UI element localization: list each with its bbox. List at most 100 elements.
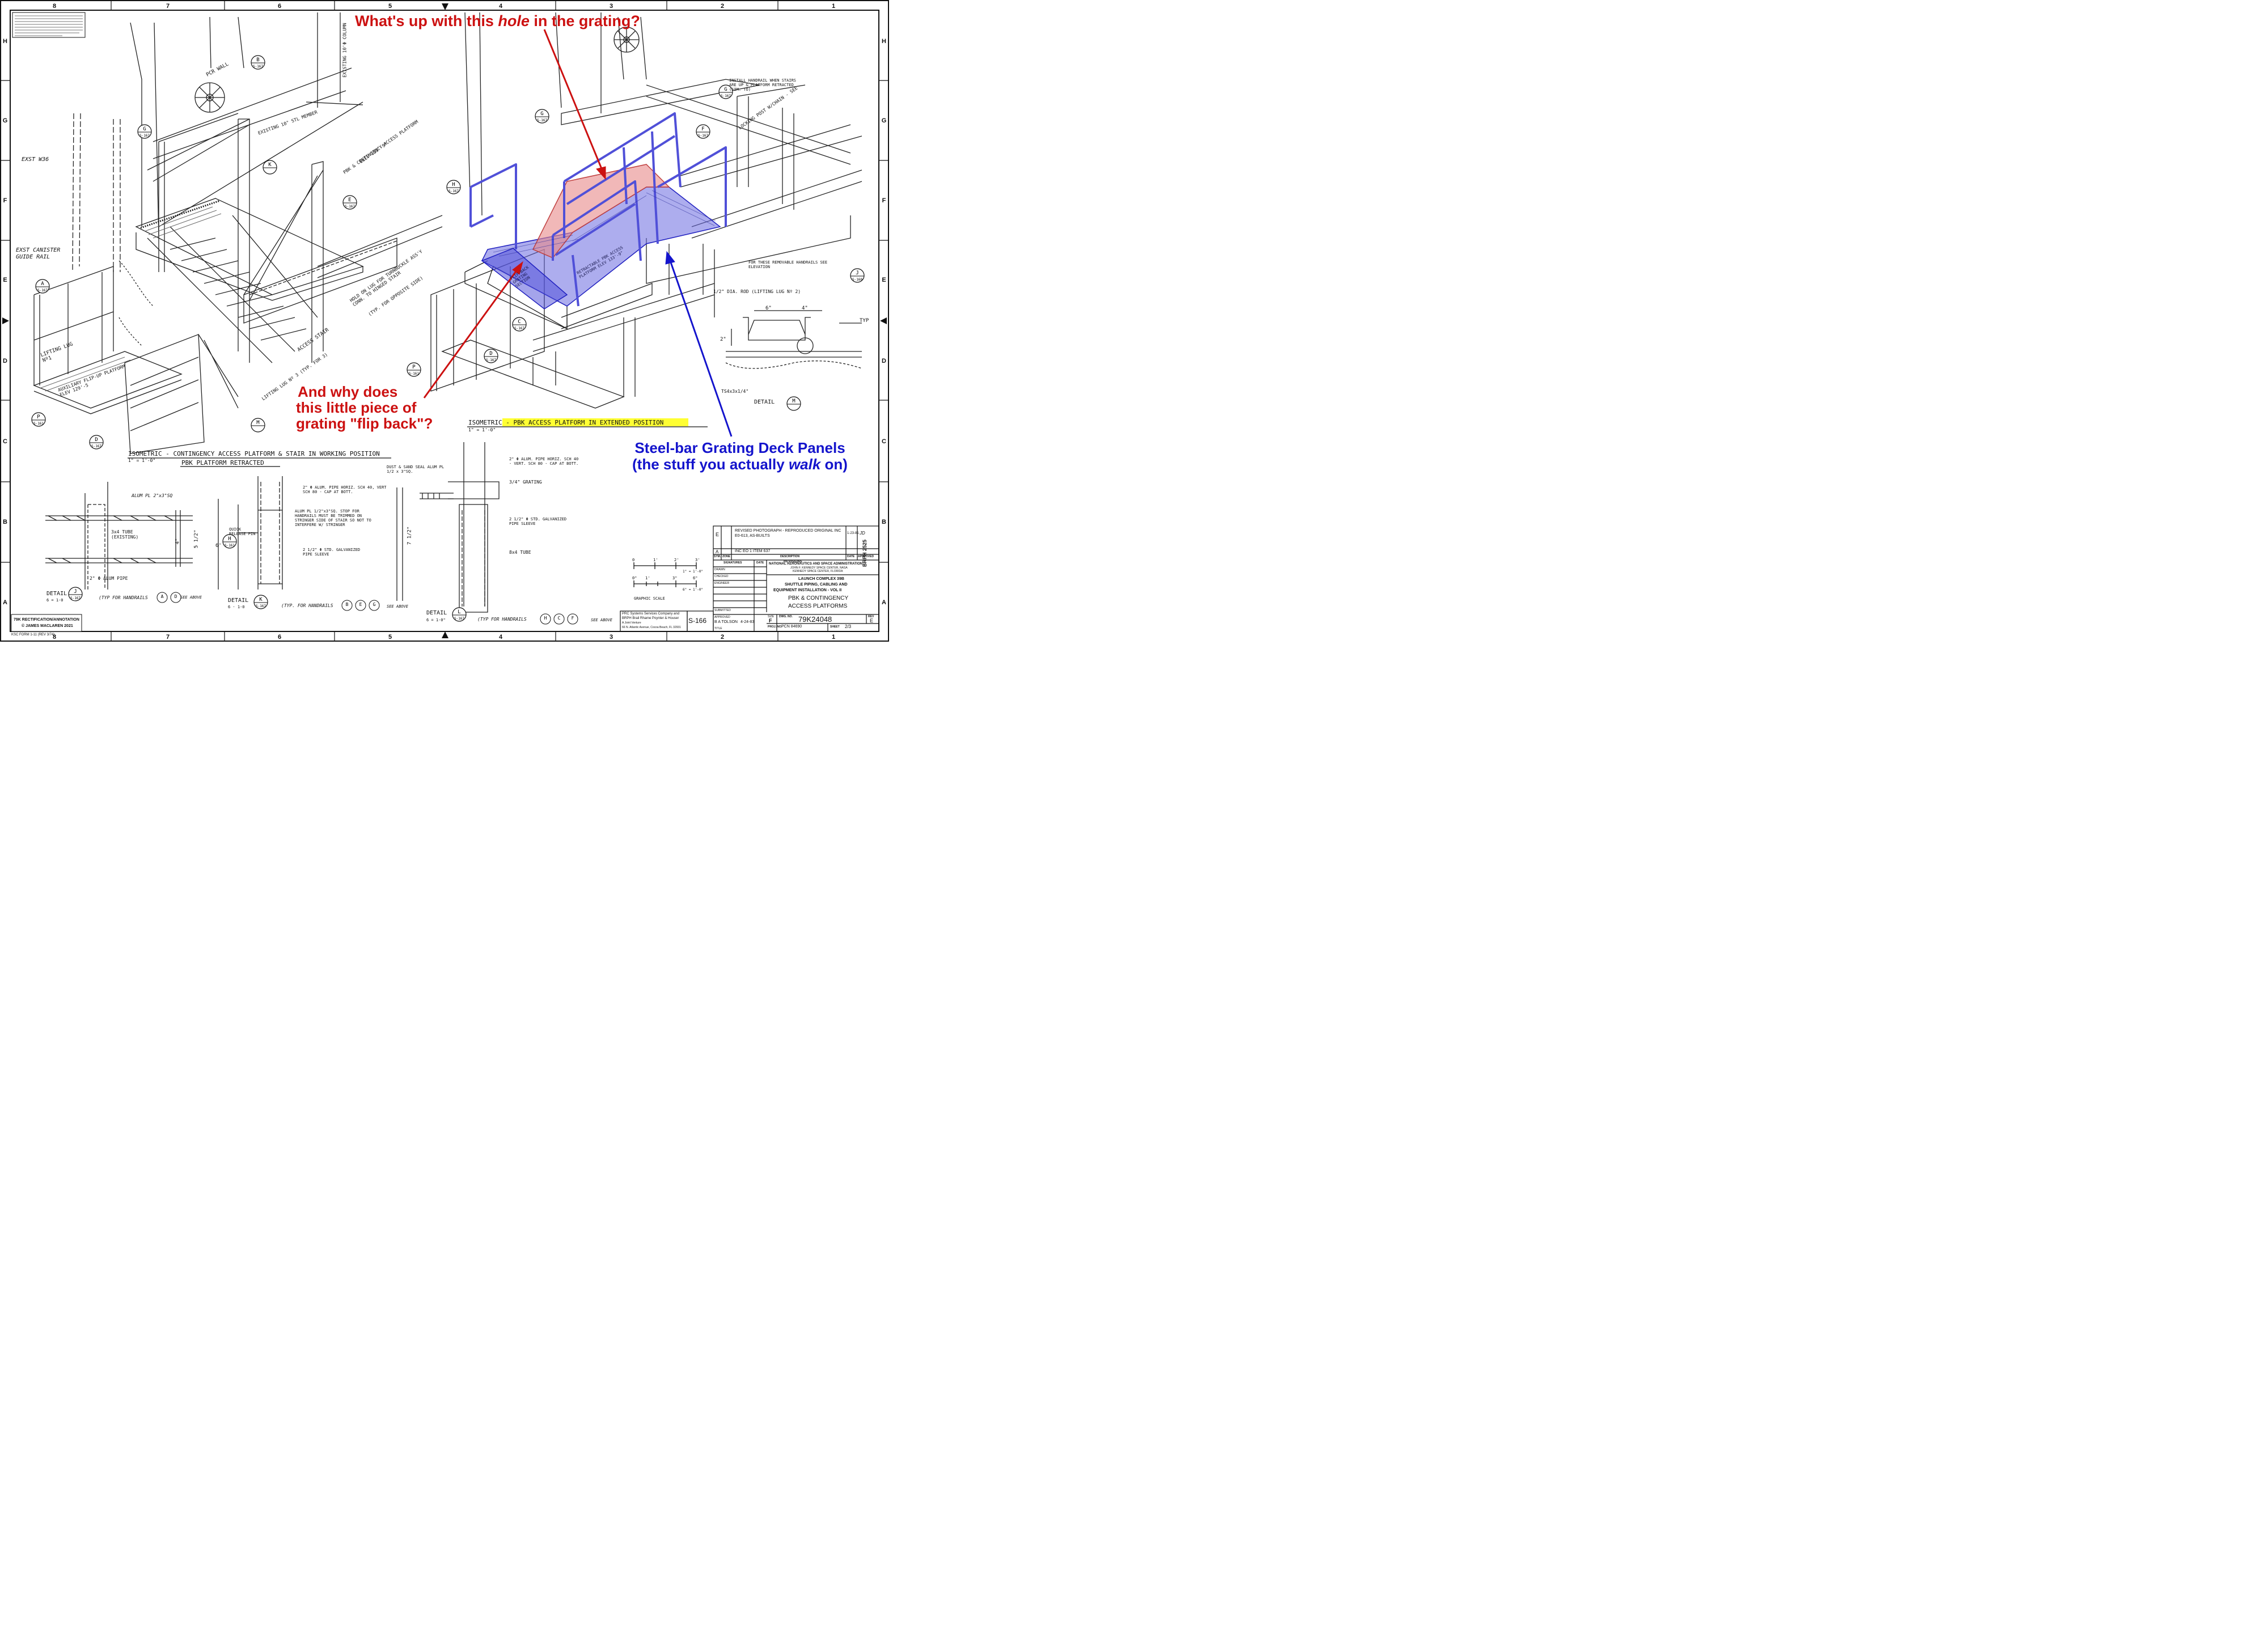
detail-k-see: SEE ABOVE	[387, 604, 408, 609]
detail-l-drawing	[396, 442, 500, 613]
title-label: TITLE	[714, 627, 722, 630]
detail-l-label: DETAIL	[426, 610, 447, 616]
row-label: H	[3, 38, 7, 45]
detail-bubble-letter: K	[259, 597, 263, 603]
col-label: 5	[388, 3, 392, 10]
col-label: 8	[53, 3, 56, 10]
col-label: 4	[499, 634, 503, 641]
proj-no: PCN 84690	[781, 625, 802, 629]
handrail-ref-bubble	[341, 600, 353, 611]
handrail-ref-letter: H	[544, 616, 547, 621]
ts4-label: TS4x3x1/4"	[721, 389, 749, 394]
row-label: C	[882, 438, 886, 445]
scale-tick: 6"	[693, 576, 698, 580]
side-code: BRPH 2525	[862, 539, 868, 567]
contractor-line1: PRC Systems Services Company and	[622, 612, 680, 616]
bubble-sheet: S-161	[409, 372, 419, 376]
size-value: F	[769, 618, 772, 624]
col-label: 8	[53, 634, 56, 641]
section-bubble-p: P S-161	[31, 412, 46, 427]
sig-row: ENGINEER	[714, 582, 730, 585]
proj-no-label: PROJ. NO.	[768, 625, 782, 629]
bubble-sheet: S-167	[537, 118, 547, 122]
detail-bubble-letter: J	[74, 589, 77, 595]
flip-back-arrow	[423, 261, 523, 398]
bubble-letter: D	[95, 437, 98, 443]
form-number: KSC FORM 1-11 (REV 3/74)	[11, 633, 55, 637]
detail-bubble-sheet: S-167	[454, 617, 464, 621]
title-block-frame	[713, 525, 879, 632]
center-arrow-right	[880, 317, 887, 324]
handrail-ref-bubble	[540, 613, 551, 625]
sig-row: SIGNATURES	[723, 561, 742, 565]
row-label: F	[882, 197, 886, 204]
bubble-sheet: S-167	[698, 134, 708, 138]
graphic-scale	[633, 562, 697, 587]
pbk-title-highlighted: PBK ACCESS PLATFORM IN EXTENDED POSITION	[513, 419, 664, 426]
bubble-sheet: S-167	[721, 94, 731, 98]
row-label: B	[3, 519, 7, 525]
contractor-line3: A Joint Venture	[622, 621, 641, 625]
rev-header-zone: ZONE	[722, 555, 730, 558]
row-label: A	[882, 599, 886, 606]
handrail-ref-letter: F	[572, 616, 574, 621]
bubble-sheet: S-161	[33, 422, 44, 426]
detail-l-scale: 6 = 1-0"	[426, 618, 446, 622]
rev-approved-e: JD	[860, 531, 865, 536]
row-label: E	[3, 277, 7, 283]
scale-tick: 3'	[695, 558, 700, 562]
contingency-view-scale: 1" = 1'-0"	[128, 458, 156, 463]
grating-34-label: 3/4" GRATING	[509, 480, 542, 485]
sig-row: CHECKED	[714, 575, 729, 578]
grating-deck-annotation: Steel-bar Grating Deck Panels (the stuff…	[607, 440, 873, 473]
col-label: 6	[278, 3, 281, 10]
hole-question-post: in the grating?	[529, 12, 640, 29]
bubble-letter: H	[228, 536, 231, 542]
bubble-letter: G	[724, 87, 727, 92]
contractor-line4: 66 N. Atlantic Avenue, Cocoa Beach, FL 3…	[622, 626, 681, 629]
dim-6-label: 6"	[765, 306, 772, 311]
detail-j-see: SEE ABOVE	[180, 595, 202, 600]
bubble-sheet: S-167	[486, 358, 496, 362]
detail-j-drawing	[45, 482, 193, 590]
existing-column-label: EXISTING 10'Φ COLUMN	[342, 23, 348, 78]
tube-3x4-label: 3x4 TUBE (EXISTING)	[111, 529, 139, 540]
rev-header-desc: DESCRIPTION	[780, 555, 800, 558]
section-bubble-g: G S-167	[718, 84, 733, 99]
detail-bubble-j: JS-167	[68, 587, 83, 601]
rev-desc-a: INC EO 1 ITEM 637	[735, 549, 771, 553]
row-label: G	[3, 117, 8, 124]
alum-pl-j-label: ALUM PL 2"x3"SQ	[132, 493, 173, 498]
detail-k-drawing	[218, 476, 283, 590]
hole-arrow	[543, 29, 606, 180]
bubble-sheet: S-167	[514, 326, 524, 330]
contingency-view-title: ISOMETRIC - CONTINGENCY ACCESS PLATFORM …	[128, 450, 380, 457]
scale-tick: 1'	[645, 576, 650, 580]
section-bubble-h: HS-161	[222, 534, 237, 549]
size-label: SIZE	[768, 615, 775, 618]
sheet-border-inner	[10, 10, 879, 632]
flip-question-line: And why does	[298, 383, 398, 400]
handrail-ref-bubble	[567, 613, 578, 625]
rev-sym-a: A	[716, 549, 719, 554]
drawing-number: 79K24048	[798, 615, 832, 624]
bubble-sheet: S-167	[91, 444, 101, 448]
pipe-horiz-k-label: 2" Φ ALUM. PIPE HORIZ. SCH 40, VERT SCH …	[303, 485, 387, 494]
section-bubble-m: M	[251, 418, 265, 432]
row-label: G	[882, 117, 887, 124]
bubble-letter: J	[856, 270, 858, 276]
credit-box	[11, 614, 82, 632]
bubble-letter: G	[540, 111, 543, 117]
section-bubble-p: PS-161	[407, 362, 421, 377]
flip-back-question-annotation: And why does this little piece of gratin…	[296, 384, 433, 431]
rev-sym-e: E	[716, 532, 720, 537]
row-label: C	[3, 438, 7, 445]
detail-j-scale: 6 = 1-0	[46, 598, 64, 603]
center-name: JOHN F. KENNEDY SPACE CENTER, NASA	[790, 566, 848, 570]
section-bubble-d: DS-167	[89, 435, 104, 449]
handrail-ref-letter: E	[359, 602, 362, 607]
bubble-letter: P	[37, 414, 40, 420]
row-label: B	[882, 519, 886, 525]
exst-w36-label: EXST W36	[22, 156, 49, 163]
approved-by: B A TOLSON	[714, 620, 738, 624]
